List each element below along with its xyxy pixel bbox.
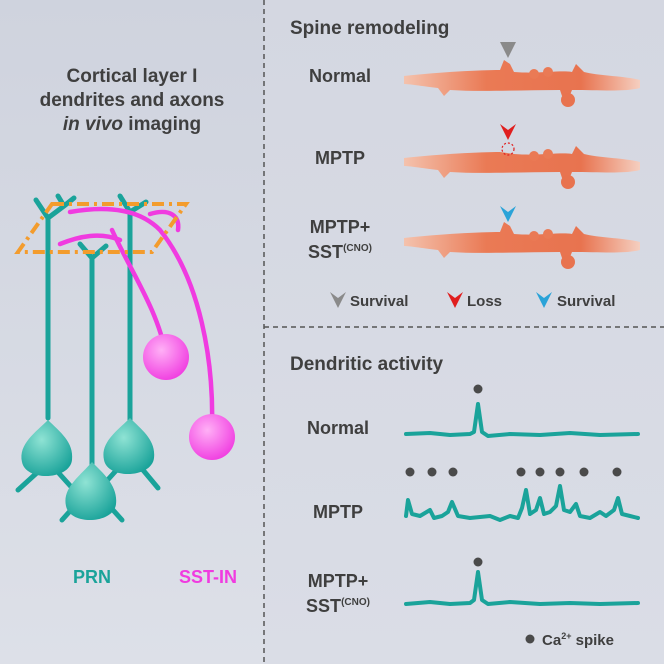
sst-soma-lower bbox=[189, 414, 235, 460]
spine-dendrite-normal bbox=[404, 60, 640, 107]
trace-normal bbox=[404, 402, 640, 438]
left-panel: Cortical layer I dendrites and axons in … bbox=[14, 66, 237, 587]
spine-row1-label: Normal bbox=[309, 66, 371, 86]
spike-dot bbox=[405, 467, 415, 477]
spike-dot bbox=[516, 467, 526, 477]
activity-row3-sst: SST bbox=[306, 596, 341, 616]
activity-panel: Dendritic activity Normal MPTP MPTP+ SST… bbox=[290, 354, 640, 649]
spine-dendrite-mptp bbox=[404, 142, 640, 189]
spine-title: Spine remodeling bbox=[290, 18, 449, 39]
prn-label: PRN bbox=[73, 567, 111, 587]
left-title-italic: in vivo bbox=[63, 114, 123, 135]
spike-dot bbox=[473, 384, 483, 394]
sst-label: SST-IN bbox=[179, 567, 237, 587]
activity-title: Dendritic activity bbox=[290, 354, 444, 375]
legend-blue-arrow-icon bbox=[536, 292, 552, 308]
legend-ca-sup: 2+ bbox=[561, 631, 571, 641]
legend-survival-1: Survival bbox=[350, 293, 408, 310]
spike-dot bbox=[579, 467, 589, 477]
spine-row3-sup: (CNO) bbox=[343, 243, 372, 254]
activity-row3-label1: MPTP+ bbox=[308, 571, 369, 591]
left-title-line3: in vivo imaging bbox=[63, 114, 201, 135]
activity-row2-label: MPTP bbox=[313, 502, 363, 522]
spine-row3-label1: MPTP+ bbox=[310, 217, 371, 237]
arrowhead-red-icon bbox=[500, 124, 516, 140]
activity-row1-label: Normal bbox=[307, 418, 369, 438]
legend-loss: Loss bbox=[467, 293, 502, 310]
left-title-line2: dendrites and axons bbox=[40, 90, 225, 111]
spine-panel: Spine remodeling Normal MPTP MPTP+ SST(C… bbox=[290, 18, 640, 310]
spike-dot bbox=[448, 467, 458, 477]
spike-dot bbox=[555, 467, 565, 477]
legend-ca-spike: Ca2+ spike bbox=[542, 631, 614, 649]
trace-mptp-sst bbox=[404, 570, 640, 606]
arrowhead-blue-icon bbox=[500, 206, 516, 222]
prn-soma-right bbox=[103, 418, 155, 475]
spine-legend: Survival Loss Survival bbox=[330, 292, 615, 310]
legend-ca-prefix: Ca bbox=[542, 632, 562, 649]
spine-row3-label2: SST(CNO) bbox=[308, 242, 372, 262]
right-panel-background bbox=[264, 0, 664, 664]
prn-soma-middle bbox=[65, 462, 117, 521]
legend-red-arrow-icon bbox=[447, 292, 463, 308]
spike-dot bbox=[427, 467, 437, 477]
left-title-line1: Cortical layer I bbox=[67, 66, 198, 87]
prn-neurons bbox=[15, 193, 161, 523]
prn-soma-left bbox=[21, 420, 73, 477]
legend-survival-2: Survival bbox=[557, 293, 615, 310]
spike-dot bbox=[473, 557, 483, 567]
arrowhead-gray-icon bbox=[500, 42, 516, 58]
spike-dot bbox=[612, 467, 622, 477]
activity-row3-sup: (CNO) bbox=[341, 597, 370, 608]
spine-row3-sst: SST bbox=[308, 242, 343, 262]
left-title-rest: imaging bbox=[123, 114, 201, 135]
imaging-plane bbox=[14, 202, 190, 254]
spike-dots bbox=[405, 384, 622, 567]
legend-spike-dot-icon bbox=[525, 634, 535, 644]
legend-gray-arrow-icon bbox=[330, 292, 346, 308]
trace-mptp bbox=[404, 484, 640, 522]
spine-row2-label: MPTP bbox=[315, 148, 365, 168]
spine-dendrite-mptp-sst bbox=[404, 222, 640, 269]
legend-ca-suffix: spike bbox=[571, 632, 614, 649]
spike-dot bbox=[535, 467, 545, 477]
sst-soma-upper bbox=[143, 334, 189, 380]
activity-row3-label2: SST(CNO) bbox=[306, 596, 370, 616]
